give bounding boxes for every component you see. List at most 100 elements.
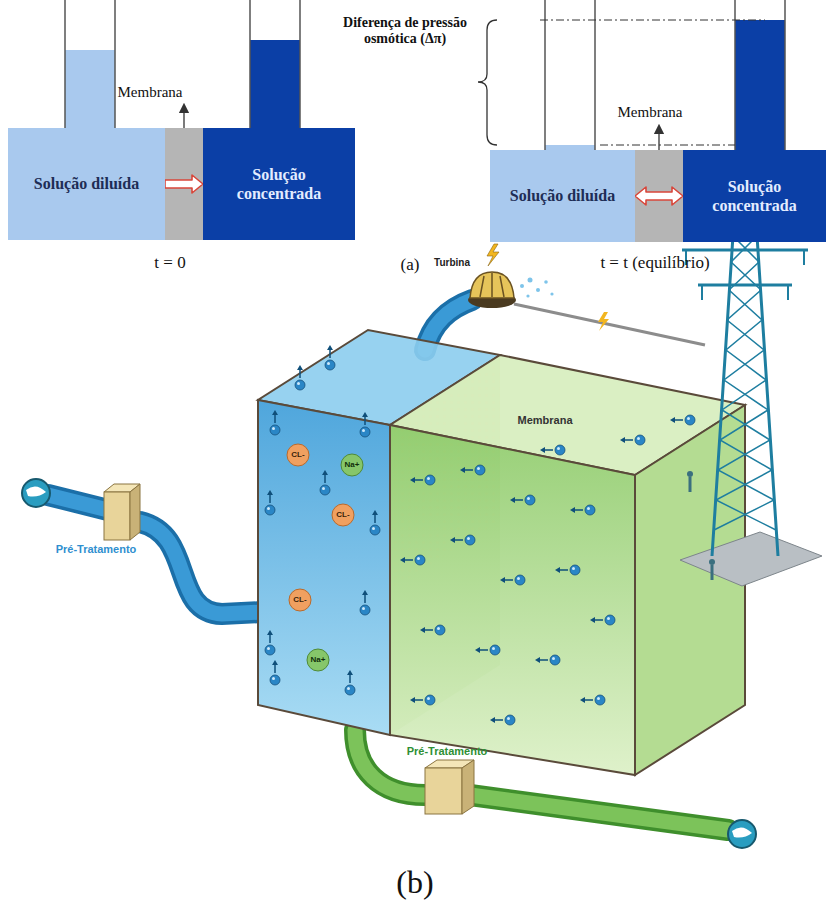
flow-arrow [374,514,376,523]
tube-wall [594,0,596,150]
pretreatment-box [425,768,462,814]
time-label: t = t (equilíbrio) [600,253,709,273]
fresh-water-tank [390,425,635,775]
molecule-highlight [322,487,325,490]
fresh-water-side [635,405,745,775]
flow-arrow-head [410,697,415,703]
water-molecule [475,465,485,475]
pretreatment-side [462,760,474,814]
ion-label: CL- [336,510,349,519]
tube-wall [299,0,301,128]
pretreatment-label: Pré-Tratamento [56,543,137,556]
flow-arrow-head [322,470,328,475]
molecule-highlight [517,577,520,580]
pipe-outline [140,522,262,614]
tube-wall [249,0,251,128]
water-molecule [505,715,515,725]
flow-arrow-head [555,567,560,573]
water-molecule [685,415,695,425]
molecule-highlight [687,417,690,420]
level-line [540,20,765,21]
flow-arrow [539,659,548,661]
flow-arrow [544,449,553,451]
pipe [48,495,108,510]
insulator [803,250,805,265]
water-molecule [525,495,535,505]
chloride-ion [289,589,311,611]
water-molecule [345,685,355,695]
flow-arrow [414,479,423,481]
water-molecule [550,655,560,665]
pipe-outline [470,795,728,830]
water-molecule [435,625,445,635]
flow-arrow [274,414,276,423]
flow-arrow [329,349,331,358]
flow-arrow-head [420,627,425,633]
spray-drop [536,288,540,292]
flow-arrow [559,569,568,571]
person-head [687,471,693,477]
molecule-highlight [272,677,275,680]
molecule-highlight [267,647,270,650]
molecule-highlight [362,429,365,432]
insulator [787,285,789,300]
flow-arrow-head [400,557,405,563]
molecule-highlight [527,497,530,500]
flow-arrow-head [372,510,378,515]
chloride-ion [287,444,309,466]
pipe [140,522,262,614]
water-molecule [465,535,475,545]
spray-drop [528,278,533,283]
flow-arrow [494,719,503,721]
time-label: t = 0 [154,253,185,273]
water-molecule [270,675,280,685]
pipe [470,795,728,830]
water-molecule [425,695,435,705]
tube-wall [64,0,66,128]
flow-arrow [324,474,326,483]
membrane [635,150,683,242]
membrane [165,128,203,240]
pressure-difference-label: Diferença de pressão osmótica (Δπ) [343,15,468,47]
flow-arrow-head [272,660,278,665]
flow-arrow [574,509,583,511]
molecule-highlight [297,382,300,385]
water-molecule [605,615,615,625]
flow-arrow [464,469,473,471]
compartment-label: Solução diluída [34,174,139,193]
flow-arrow [479,649,488,651]
solution-compartment: Solução concentrada [203,128,355,240]
tube-wall [544,0,546,150]
flow-arrow-head [580,697,585,703]
pretreatment-label: Pré-Tratamento [407,745,488,758]
flow-arrow [269,634,271,643]
ion-label: Na+ [311,655,326,664]
ion-label: CL- [293,595,306,604]
ion-label: Na+ [345,460,360,469]
water-molecule [270,425,280,435]
pylon-platform [680,532,822,586]
flow-arrow-head [670,417,675,423]
water-molecule [265,645,275,655]
pretreatment-side [130,484,140,540]
flow-arrow [414,699,423,701]
molecule-highlight [267,507,270,510]
flow-arrow-head [570,507,575,513]
molecule-highlight [437,627,440,630]
leader-arrow [183,108,184,128]
tube-liquid [735,20,785,152]
flow-arrow [274,664,276,673]
compartment-label: Solução diluída [510,186,615,205]
person-body [711,565,714,580]
pylon-bracing [716,210,776,530]
flow-arrow-head [362,412,368,417]
lightning-symbol [487,244,499,266]
flow-arrow-head [267,490,273,495]
flow-arrow [624,439,633,441]
flow-arrow-head [460,467,465,473]
solution-compartment: Solução concentrada [683,150,826,242]
tube-wall [784,0,786,150]
tube-liquid [250,40,300,130]
water-molecule [515,575,525,585]
